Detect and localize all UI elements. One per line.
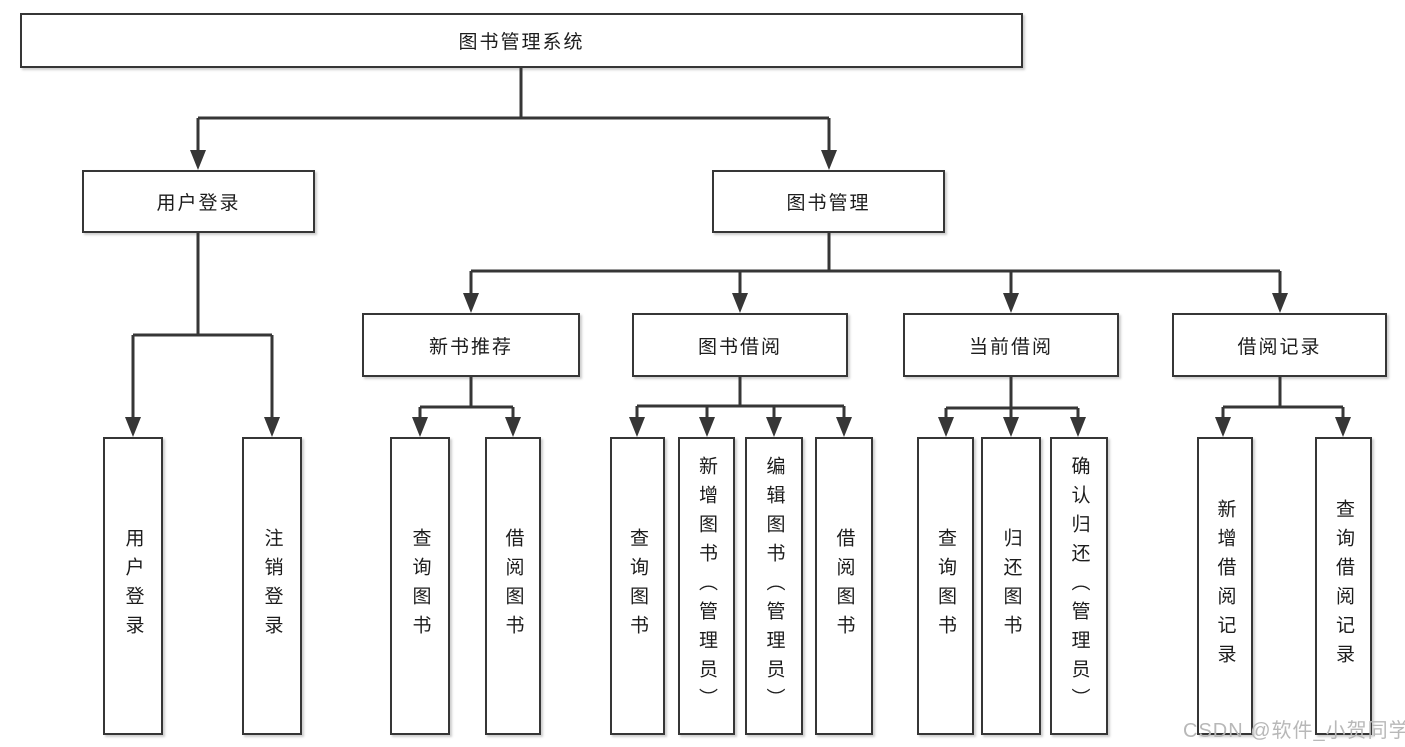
connector-book-borrow [629,377,852,437]
node-label: 当前借阅 [968,336,1053,358]
node-new-book-recommendation: 新书推荐 [362,313,580,377]
leaf-label: 查询图书 [627,528,648,644]
leaf-user-login: 用户登录 [103,437,163,735]
leaf-label: 编辑图书（管理员） [763,455,785,717]
node-label: 图书管理系统 [458,32,585,53]
leaf-label: 查询借阅记录 [1333,499,1354,673]
node-borrowing-records: 借阅记录 [1172,313,1387,377]
connector-borrow-records [1215,377,1351,437]
leaf-label: 查询图书 [935,528,956,644]
leaf-label: 用户登录 [122,528,144,644]
node-library-management-system: 图书管理系统 [20,13,1023,68]
leaf-edit-books-admin: 编辑图书（管理员） [745,437,803,735]
leaf-query-books-borrow: 查询图书 [610,437,665,735]
leaf-label: 查询图书 [409,528,431,644]
node-label: 图书借阅 [697,336,782,358]
node-label: 图书管理 [786,193,871,214]
node-book-borrowing: 图书借阅 [632,313,848,377]
leaf-label: 新增图书（管理员） [696,455,717,717]
leaf-add-books-admin: 新增图书（管理员） [678,437,735,735]
node-label: 新书推荐 [428,336,513,358]
node-label: 借阅记录 [1237,336,1322,358]
node-current-borrowing: 当前借阅 [903,313,1119,377]
leaf-query-borrow-record: 查询借阅记录 [1315,437,1372,735]
leaf-label: 注销登录 [261,528,283,644]
leaf-logout: 注销登录 [242,437,302,735]
connector-user-login [125,233,280,437]
leaf-label: 借阅图书 [833,528,855,644]
node-label: 用户登录 [156,193,241,214]
leaf-add-borrow-record: 新增借阅记录 [1197,437,1253,735]
leaf-return-books: 归还图书 [981,437,1041,735]
csdn-watermark: CSDN @软件_小贺同学 [1183,720,1405,742]
leaf-label: 确认归还（管理员） [1068,455,1090,717]
leaf-query-books-recommend: 查询图书 [390,437,450,735]
leaf-borrow-books-recommend: 借阅图书 [485,437,541,735]
leaf-label: 新增借阅记录 [1214,499,1236,673]
leaf-borrow-books: 借阅图书 [815,437,873,735]
connector-book-mgmt [463,233,1288,313]
node-book-management: 图书管理 [712,170,945,233]
leaf-confirm-return-admin: 确认归还（管理员） [1050,437,1108,735]
connector-new-book [412,377,521,437]
node-user-login: 用户登录 [82,170,315,233]
leaf-query-books-current: 查询图书 [917,437,974,735]
leaf-label: 归还图书 [1000,528,1022,644]
connector-current-borrow [938,377,1086,437]
connector-root [190,68,837,170]
leaf-label: 借阅图书 [502,528,524,644]
